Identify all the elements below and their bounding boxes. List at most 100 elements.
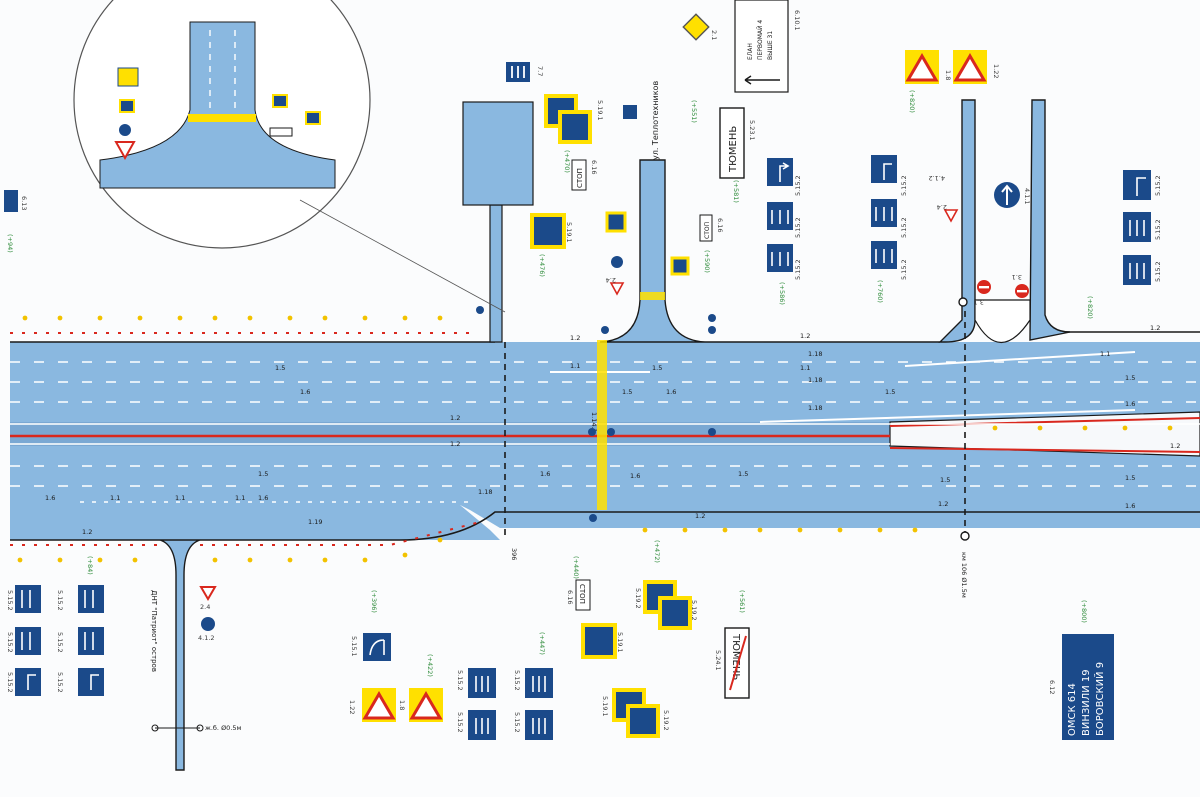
code-1-22: 1.22 [992, 64, 1000, 78]
parking-lot [462, 101, 534, 206]
inset-dashes [209, 30, 236, 110]
chainage-label: (+820) [908, 90, 916, 113]
code-5-19-2: 5.19.2 [634, 588, 642, 609]
chainage-label: (+422) [426, 654, 434, 677]
crossing-sign-7 [658, 596, 692, 630]
code-5-15-5: 5.15.1 [350, 636, 358, 657]
route-board-line-2: ПЕРВОМАЙ 4 [757, 20, 764, 60]
stop-label-top [571, 159, 587, 191]
top-kerb-right [705, 331, 1200, 343]
crossing-sign-4 [605, 211, 627, 233]
chainage-labels: (+94) (+476) (+470) (+551) (+581) (+586)… [6, 90, 1094, 677]
service-road-left [489, 204, 503, 343]
code-1-8: 1.8 [398, 700, 406, 710]
marking-1-2: 1.2 [938, 500, 948, 508]
marking-1-2: 1.2 [1150, 324, 1160, 332]
marking-1-5: 1.5 [1125, 374, 1135, 382]
marking-1-14-1: 1.14.1 [590, 412, 598, 433]
marking-1-1: 1.1 [175, 494, 185, 502]
code-5-15-2: 5.15.2 [794, 217, 802, 238]
code-5-15-2: 5.15.2 [6, 590, 14, 611]
crossing-sign-10 [626, 704, 660, 738]
crossing-sign-5 [670, 256, 690, 276]
warning-triangle-icon [905, 53, 939, 82]
code-5-15-2: 5.15.2 [1154, 261, 1162, 282]
crossing-sign-2 [558, 110, 592, 144]
code-5-19-2: 5.19.2 [690, 600, 698, 621]
crossing-sign-8 [581, 623, 617, 659]
marking-1-1: 1.1 [1100, 350, 1110, 358]
code-6-16: 6.16 [716, 218, 724, 232]
pedestrian-crossing-signs [530, 94, 692, 738]
inset-sign-warning [117, 67, 139, 87]
marking-1-6: 1.6 [1125, 502, 1135, 510]
code-2-4: 2.4 [606, 276, 616, 284]
right-exit-road [1029, 99, 1071, 341]
code-6-12: 6.12 [1048, 680, 1056, 694]
marking-1-5: 1.5 [738, 470, 748, 478]
detail-inset [73, 0, 506, 313]
marking-1-18: 1.18 [808, 350, 822, 358]
chainage-label: (+586) [778, 282, 786, 305]
bottom-left-road [159, 539, 201, 771]
marking-1-2: 1.2 [1170, 442, 1180, 450]
traffic-signal-icon [589, 514, 597, 522]
code-5-15-2: 5.15.2 [56, 672, 64, 693]
code-5-15-2: 5.15.2 [456, 712, 464, 733]
priority-road-sign [682, 13, 710, 41]
traffic-signal-icon [476, 306, 484, 314]
inset-sign-stop-label [269, 127, 293, 137]
straight-arrow-icon [1001, 184, 1013, 205]
sign-5-15-5 [623, 105, 637, 119]
station-label: 396 [510, 548, 518, 560]
section-lines [504, 300, 966, 540]
reference-markers: 396 ж.б. Ø0.5м км 106 Ø1.5м [151, 297, 970, 732]
warning-triangle-icon [953, 53, 987, 82]
route-board-arrow [744, 75, 780, 85]
inset-sign-crossing-r2 [305, 111, 321, 125]
post-icons [476, 306, 716, 522]
inset-sign-crossing-r [272, 94, 288, 108]
marking-1-1: 1.1 [800, 364, 810, 372]
code-6-10-1: 6.10.1 [793, 10, 801, 31]
stop-label-bottom [575, 579, 591, 611]
marking-1-6: 1.6 [630, 472, 640, 480]
marking-1-18: 1.18 [808, 376, 822, 384]
chainage-label: (+447) [538, 632, 546, 655]
marking-1-2: 1.2 [450, 440, 460, 448]
marking-1-6: 1.6 [540, 470, 550, 478]
culvert-label: ж.б. Ø0.5м [205, 724, 242, 732]
crosswalks [597, 292, 665, 510]
yield-sign-icon [199, 586, 217, 601]
code-5-19-1: 5.19.1 [616, 632, 624, 653]
code-5-19-1: 5.19.1 [601, 696, 609, 717]
bottom-edge-barrier [10, 521, 481, 546]
chainage-label: (+561) [738, 590, 746, 613]
warning-signs [4, 13, 1029, 722]
marking-1-5: 1.5 [258, 470, 268, 478]
code-5-15-2: 5.15.2 [1154, 219, 1162, 240]
parking-sign-label: ДНТ "Патриот" остров [150, 590, 158, 672]
marking-1-1: 1.1 [235, 494, 245, 502]
route-board-line-1: ЕЛАН [747, 43, 754, 60]
code-6-16: 6.16 [590, 160, 598, 174]
inset-yield-icon [114, 141, 136, 161]
crosswalk-main [597, 340, 607, 510]
lower-carriageway-widening [10, 505, 500, 540]
km-marker [958, 297, 968, 307]
route-board: ЕЛАН ПЕРВОМАЙ 4 ВЫШЕ 31 [734, 0, 789, 93]
code-1-8: 1.8 [944, 70, 952, 80]
crosswalk-side [640, 292, 665, 300]
marking-1-18: 1.18 [808, 404, 822, 412]
chainage-label: (+800) [1080, 600, 1088, 623]
marking-1-5: 1.5 [622, 388, 632, 396]
sign-board-bl-1 [15, 585, 41, 613]
code-2-1: 2.1 [710, 30, 718, 40]
traffic-signal-icon [708, 314, 716, 322]
chainage-label: (+476) [538, 254, 546, 277]
code-4-1-2: 4.1.2 [198, 634, 215, 642]
direction-board-line-1: БОРОВСКИЙ 9 [1093, 662, 1106, 736]
direction-board-line-2: ВИНЗИЛИ 19 [1081, 669, 1092, 736]
warning-triangle-icon [409, 691, 443, 720]
code-5-19-1: 5.19.1 [596, 100, 604, 121]
